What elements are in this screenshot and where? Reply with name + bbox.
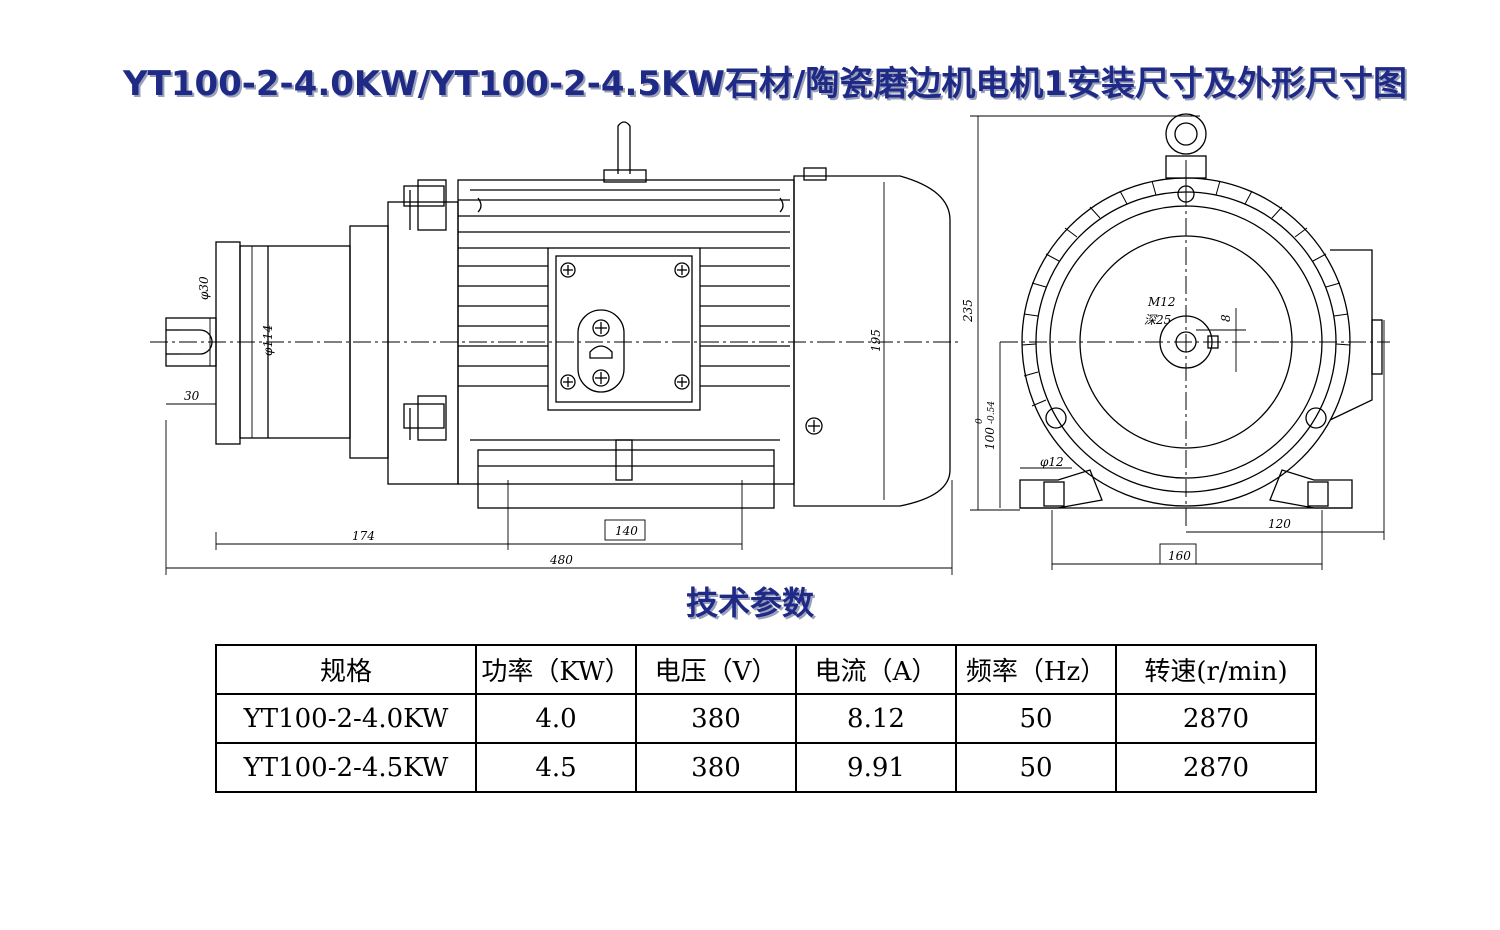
table-cell: 2870 xyxy=(1115,693,1317,744)
spec-table: 规格 功率（KW） 电压（V） 电流（A） 频率（Hz） 转速(r/min) Y… xyxy=(215,644,1317,793)
dim-foot-160: 160 xyxy=(1168,549,1191,563)
dim-thread: M12 xyxy=(1147,295,1176,309)
table-row: YT100-2-4.0KW 4.0 380 8.12 50 2870 xyxy=(215,693,1317,744)
dim-thread-depth: 深25 xyxy=(1144,313,1171,327)
dim-480: 480 xyxy=(549,553,573,567)
table-cell: 2870 xyxy=(1115,742,1317,793)
dim-tol-top: 0 xyxy=(975,418,985,424)
col-header: 规格 xyxy=(215,644,477,695)
dim-body-height: 195 xyxy=(869,329,883,352)
side-view xyxy=(150,115,1200,575)
table-cell: 380 xyxy=(635,693,797,744)
table-cell: 50 xyxy=(955,742,1117,793)
col-header: 转速(r/min) xyxy=(1115,644,1317,695)
dim-flange-dia: φ114 xyxy=(261,325,275,356)
dim-total-height: 235 xyxy=(961,299,975,323)
col-header: 电流（A） xyxy=(795,644,957,695)
table-cell: 50 xyxy=(955,693,1117,744)
table-cell: 4.5 xyxy=(475,742,637,793)
dim-key-width: 8 xyxy=(1219,314,1233,322)
dim-foot-120: 120 xyxy=(1268,517,1291,531)
col-header: 频率（Hz） xyxy=(955,644,1117,695)
table-cell: 4.0 xyxy=(475,693,637,744)
table-row: YT100-2-4.5KW 4.5 380 9.91 50 2870 xyxy=(215,742,1317,793)
dim-tol-bottom: -0.54 xyxy=(987,401,997,424)
table-cell: 8.12 xyxy=(795,693,957,744)
end-view xyxy=(999,113,1390,570)
table-cell: YT100-2-4.0KW xyxy=(215,693,477,744)
col-header: 电压（V） xyxy=(635,644,797,695)
dim-hole-dia: φ12 xyxy=(1040,455,1064,469)
col-header: 功率（KW） xyxy=(475,644,637,695)
section-title: 技术参数 xyxy=(685,584,814,622)
dim-center-height: 100 xyxy=(983,427,997,450)
table-cell: 9.91 xyxy=(795,742,957,793)
page-title: YT100-2-4.0KW/YT100-2-4.5KW石材/陶瓷磨边机电机1安装… xyxy=(123,64,1407,104)
table-header-row: 规格 功率（KW） 电压（V） 电流（A） 频率（Hz） 转速(r/min) xyxy=(215,644,1317,695)
dim-174: 174 xyxy=(352,529,375,543)
dim-shaft-len: 30 xyxy=(184,389,200,403)
dim-140: 140 xyxy=(615,524,638,538)
dim-shaft-dia: φ30 xyxy=(197,276,211,300)
table-cell: YT100-2-4.5KW xyxy=(215,742,477,793)
table-cell: 380 xyxy=(635,742,797,793)
